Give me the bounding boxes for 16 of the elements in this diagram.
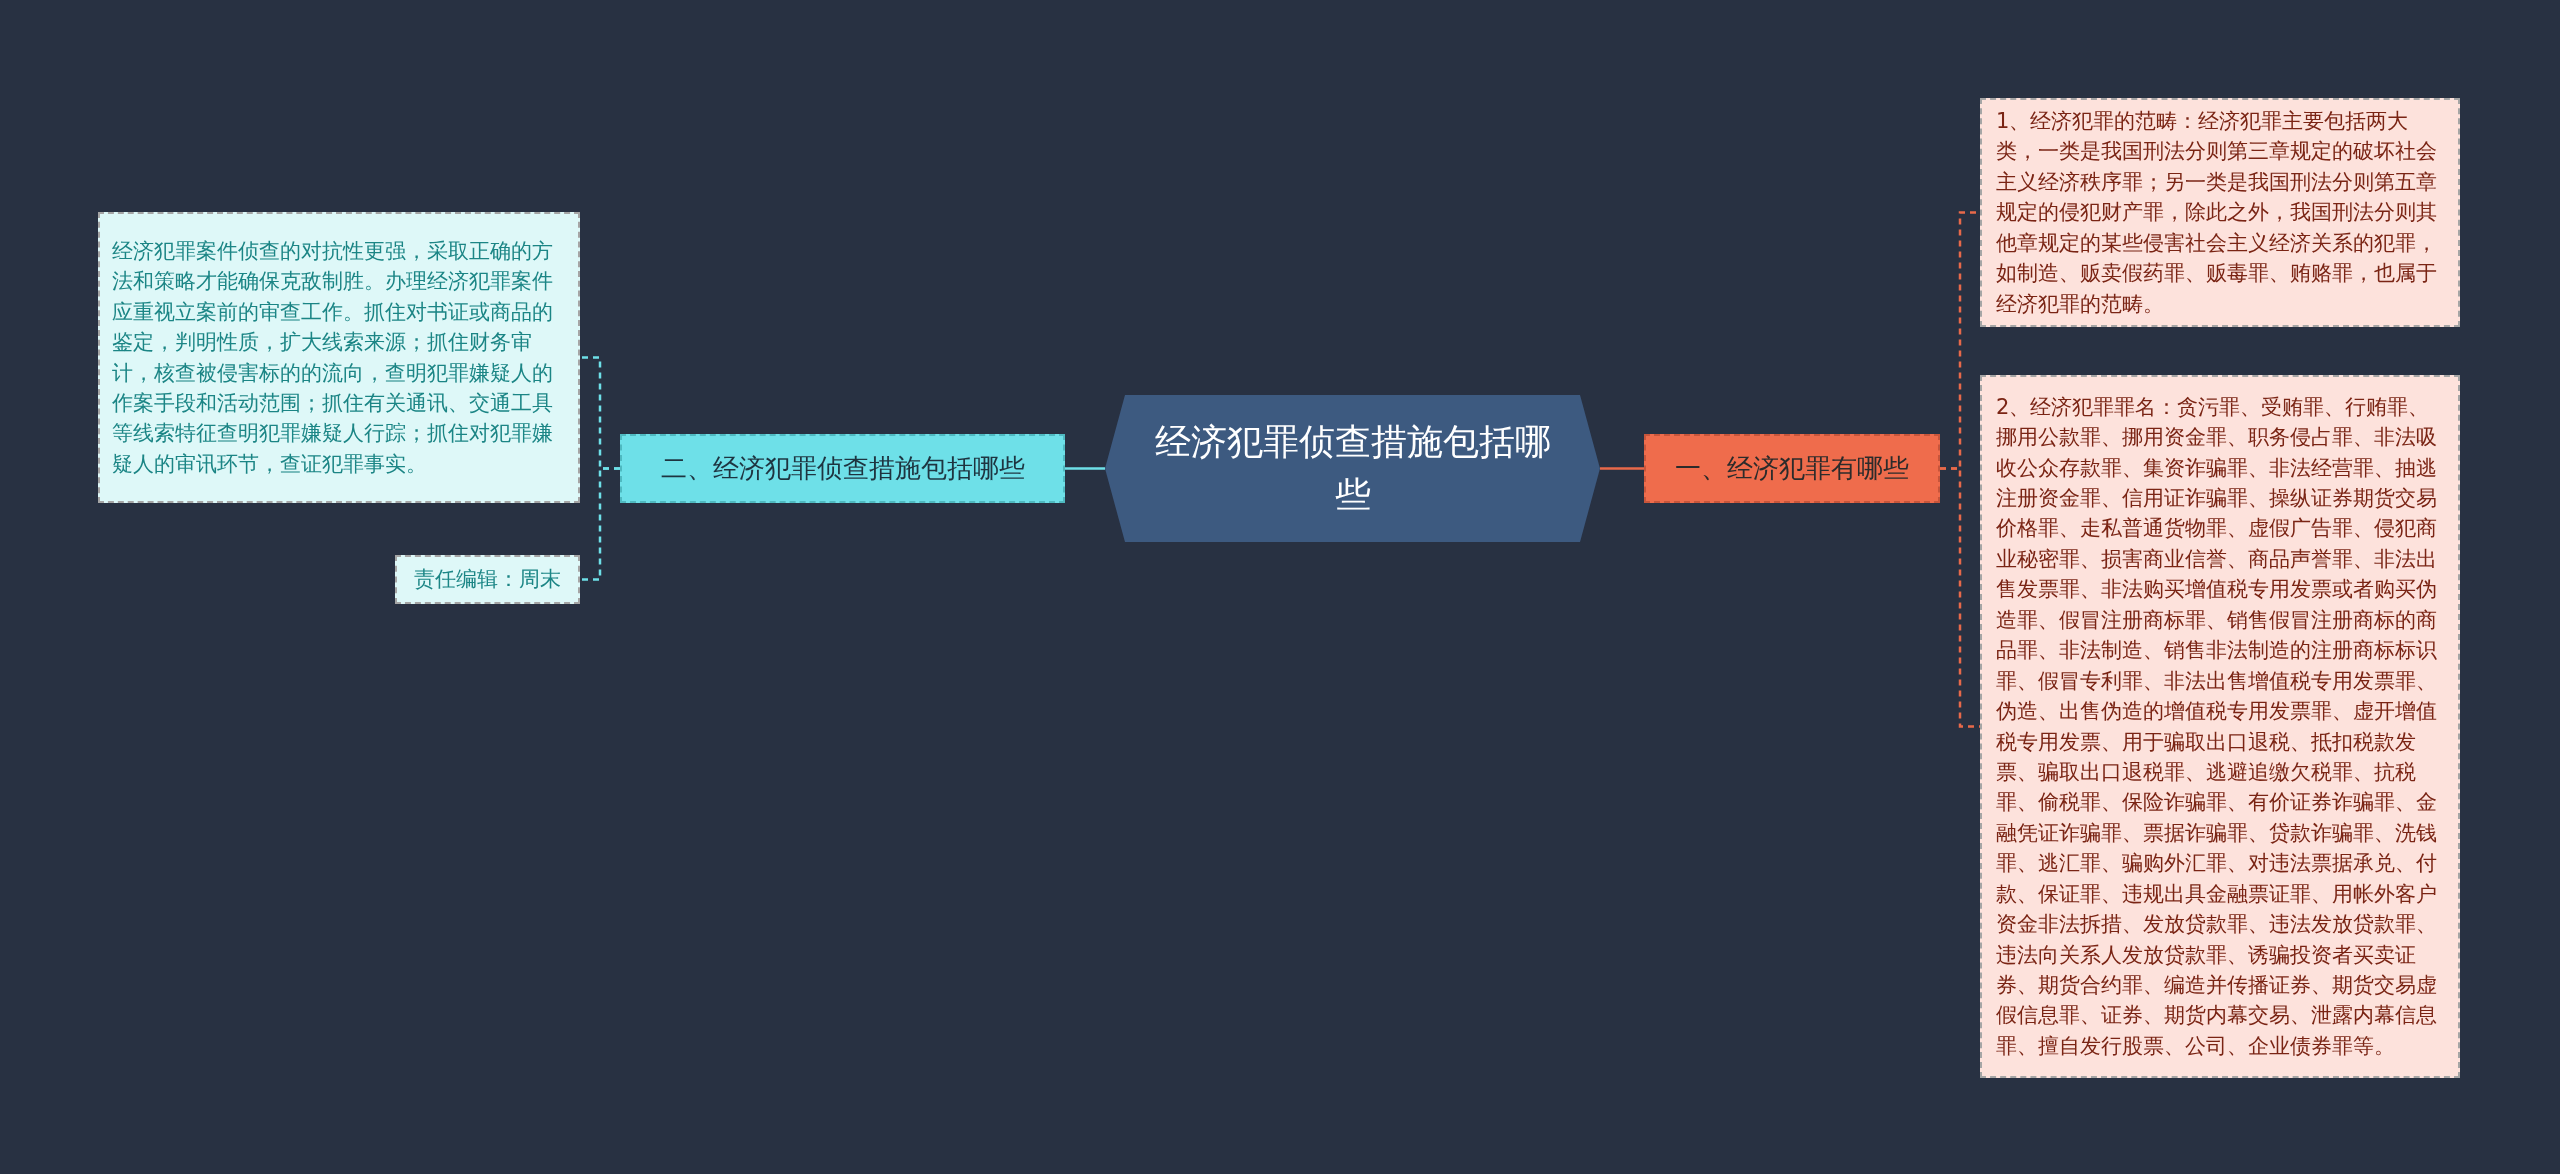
- note-card: [1980, 98, 2460, 327]
- topic-title: 经济犯罪侦查措施包括哪些: [1153, 420, 1552, 517]
- connector-line: [580, 467, 620, 581]
- connector-line: [1600, 467, 1644, 470]
- central-topic-hexagon: [1105, 395, 1600, 542]
- note-text: 责任编辑：周末: [414, 566, 561, 594]
- note-card: [98, 212, 580, 503]
- note-text: 经济犯罪案件侦查的对抗性更强，采取正确的方法和策略才能确保克敌制胜。办理经济犯罪案件应重视立案前的审查工作。抓住对书证或商品的鉴定，判明性质，扩大线索来源；抓住财务审计，核查被侵害标的的流向，查明犯罪嫌疑人的作案手段和活动范围；抓住有关通讯、交通工具等线索特征查明犯罪嫌疑人行踪；抓住对犯罪嫌疑人的审讯环节，查证犯罪事实。: [112, 237, 554, 478]
- topic-box: [1644, 434, 1940, 503]
- note-text: 一、经济犯罪有哪些: [1675, 451, 1909, 485]
- connector-line: [1065, 467, 1105, 470]
- note-text: 二、经济犯罪侦查措施包括哪些: [660, 451, 1025, 485]
- note-text: 2、经济犯罪罪名：贪污罪、受贿罪、行贿罪、挪用公款罪、挪用资金罪、职务侵占罪、非法吸收公众存款罪、集资诈骗罪、非法经营罪、抽逃注册资金罪、信用证诈骗罪、操纵证券期货交易价格罪、走私普通货物罪、虚假广告罪、侵犯商业秘密罪、损害商业信誉、商品声誉罪、非法出售发票罪、非法购买增值税专用发票或者购买伪造罪、假冒注册商标罪、销售假冒注册商标的商品罪、非法制造、销售非法制造的注册商标标识罪、假冒专利罪、非法出售增值税专用发票罪、伪造、出售伪造的增值税专用发票罪、虚开增值税专用发票、用于骗取出口退税、抵扣税款发票、骗取出口退税罪、逃避追缴欠税罪、抗税罪、偷税罪、保险诈骗罪、有价证券诈骗罪、金融凭证诈骗罪、票据诈骗罪、贷款诈骗罪、洗钱罪、逃汇罪、骗购外汇罪、对违法票据承兑、付款、保证罪、违规出具金融票证罪、用帐外客户资金非法拆措、发放贷款罪、违法发放贷款罪、违法向关系人发放贷款罪、诱骗投资者买卖证券、期货合约罪、编造并传播证券、期货交易虚假信息罪、证券、期货内幕交易、泄露内幕信息罪、擅自发行股票、公司、企业债券罪等。: [1996, 393, 2438, 1060]
- note-text: 1、经济犯罪的范畴：经济犯罪主要包括两大类，一类是我国刑法分则第三章规定的破坏社会主义经济秩序罪；另一类是我国刑法分则第五章规定的侵犯财产罪，除此之外，我国刑法分则其他章规定的某些侵害社会主义经济关系的犯罪，如制造、贩卖假药罪、贩毒罪、贿赂罪，也属于经济犯罪的范畴。: [1996, 107, 2438, 318]
- note-card: [395, 555, 580, 604]
- topic-box: [620, 434, 1065, 503]
